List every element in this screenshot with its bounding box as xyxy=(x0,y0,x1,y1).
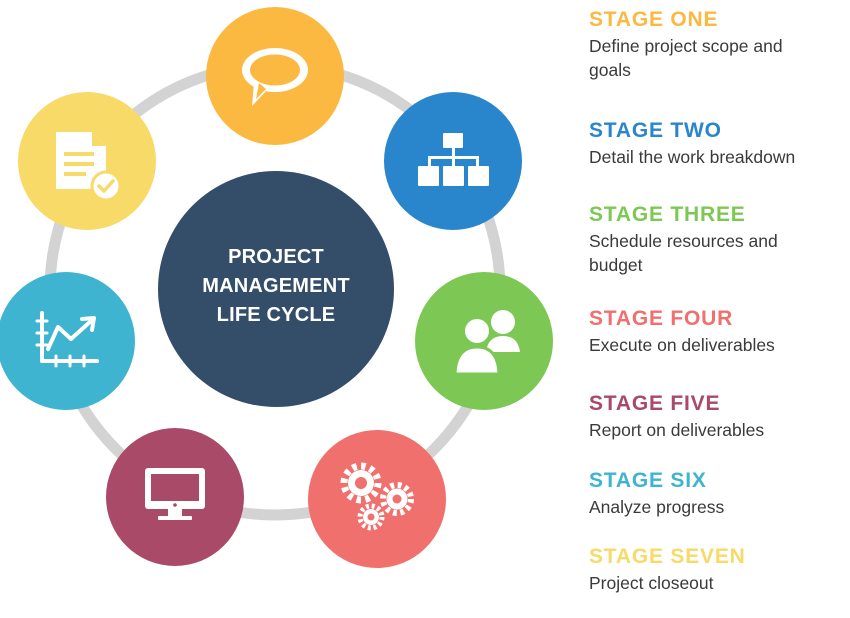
org-chart-icon xyxy=(418,133,489,186)
stage-three-desc: Schedule resources and budget xyxy=(589,231,778,275)
stage-two-node xyxy=(384,92,522,230)
stage-three-node xyxy=(415,272,553,410)
stage-one-title: STAGE ONE xyxy=(589,8,719,31)
speech-bubble-icon xyxy=(242,48,308,106)
stage-four-desc: Execute on deliverables xyxy=(589,335,775,355)
stage-five-node xyxy=(106,428,244,566)
stage-one-text: STAGE ONE Define project scope and goals xyxy=(589,8,819,82)
line-graph-icon xyxy=(35,311,99,368)
stage-two-text: STAGE TWO Detail the work breakdown xyxy=(589,119,795,169)
stage-five-desc: Report on deliverables xyxy=(589,420,765,440)
center-label-line2: MANAGEMENT xyxy=(202,275,350,297)
document-check-icon xyxy=(56,132,122,202)
stage-seven-title: STAGE SEVEN xyxy=(589,545,746,568)
stage-seven-node xyxy=(18,92,156,230)
lifecycle-diagram xyxy=(0,7,553,568)
stage-four-node xyxy=(308,430,446,568)
stage-six-node xyxy=(0,272,135,410)
monitor-icon xyxy=(145,468,205,520)
stage-five-text: STAGE FIVE Report on deliverables xyxy=(589,392,764,442)
center-label: PROJECT MANAGEMENT LIFE CYCLE xyxy=(160,243,392,330)
stage-six-circle xyxy=(0,272,135,410)
stage-four-text: STAGE FOUR Execute on deliverables xyxy=(589,307,775,357)
stage-two-title: STAGE TWO xyxy=(589,119,722,142)
stage-two-desc: Detail the work breakdown xyxy=(589,147,796,167)
stage-one-desc: Define project scope and goals xyxy=(589,36,783,80)
stage-six-title: STAGE SIX xyxy=(589,469,707,492)
stage-six-desc: Analyze progress xyxy=(589,497,725,517)
center-label-line3: LIFE CYCLE xyxy=(216,304,336,326)
stage-three-title: STAGE THREE xyxy=(589,203,746,226)
gears-icon xyxy=(340,462,414,531)
center-circle xyxy=(158,171,394,407)
stage-three-text: STAGE THREE Schedule resources and budge… xyxy=(589,203,819,277)
stage-four-circle xyxy=(308,430,446,568)
stage-five-title: STAGE FIVE xyxy=(589,392,721,415)
center-label-line1: PROJECT xyxy=(228,246,324,268)
stage-seven-desc: Project closeout xyxy=(589,573,714,593)
stage-one-node xyxy=(206,7,344,145)
stage-four-title: STAGE FOUR xyxy=(589,307,734,330)
stage-seven-text: STAGE SEVEN Project closeout xyxy=(589,545,746,595)
people-icon xyxy=(453,310,520,376)
stage-six-text: STAGE SIX Analyze progress xyxy=(589,469,724,519)
